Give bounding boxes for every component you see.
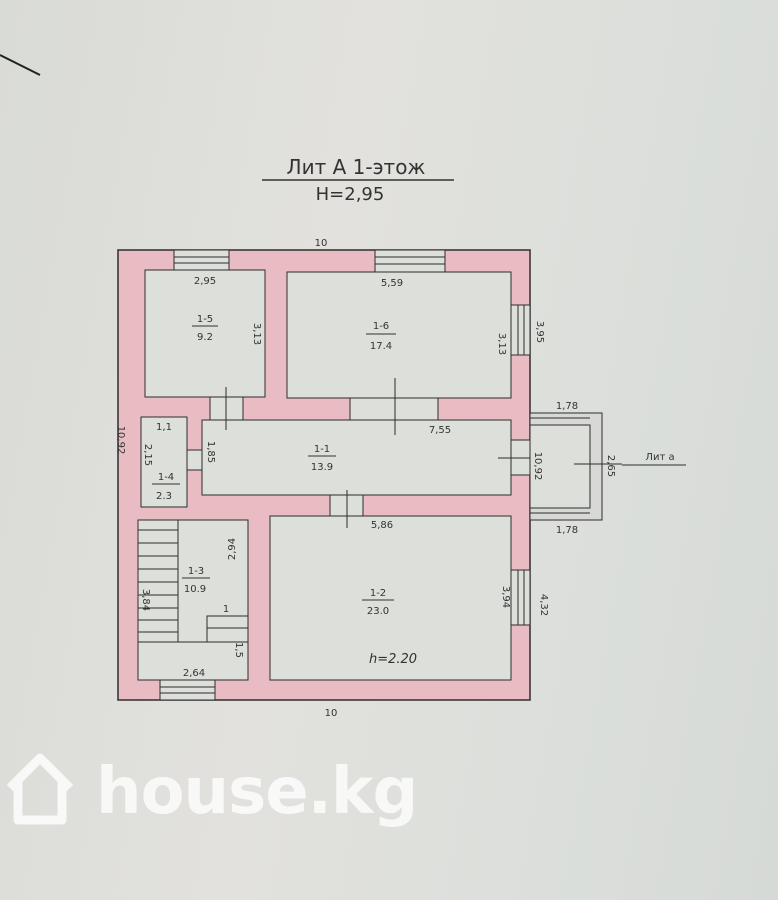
- plan-height: H=2,95: [316, 184, 385, 205]
- room-1-6: [286, 271, 512, 399]
- dim-1-3-stairs: 3,84: [140, 589, 151, 611]
- corner-mark: [0, 54, 41, 76]
- dim-1-3-step-w: 1: [223, 604, 229, 615]
- dim-1-6-width: 5,59: [381, 278, 403, 289]
- house-logo-icon: [6, 753, 74, 825]
- windows: [159, 249, 531, 701]
- dim-right-lower: 4,32: [538, 594, 549, 616]
- dim-corridor-right: 10,92: [532, 452, 543, 481]
- dim-porch-bottom: 1,78: [556, 525, 578, 536]
- dim-bottom: 10: [325, 708, 338, 719]
- dim-1-4-width: 1,1: [156, 422, 172, 433]
- dim-1-2-width: 5,86: [371, 520, 393, 531]
- porch-lit-a: [529, 412, 686, 521]
- dim-1-3-step-h: 1,5: [233, 642, 244, 658]
- dim-1-2-height: 3,94: [500, 586, 511, 608]
- room-1-2-id: 1-2: [370, 588, 386, 599]
- dim-1-5-width: 2,95: [194, 276, 216, 287]
- dim-top: 10: [315, 238, 328, 249]
- dim-porch-height: 2,65: [605, 455, 616, 477]
- dim-1-6-height: 3,13: [496, 333, 507, 355]
- dim-1-4-height: 2,15: [142, 444, 153, 466]
- room-1-4-id: 1-4: [158, 472, 174, 483]
- room-1-2-height-note: h=2.20: [369, 652, 417, 667]
- dim-corridor-width: 7,55: [429, 425, 451, 436]
- watermark: house.kg: [96, 755, 418, 829]
- dim-1-3-height: 2,94: [227, 538, 238, 560]
- dim-1-5-height: 3,13: [251, 323, 262, 345]
- dim-corridor-height: 1,85: [205, 441, 216, 463]
- plan-title: Лит А 1-этож: [287, 155, 426, 179]
- room-1-1-area: 13.9: [311, 462, 333, 473]
- room-1-3-id: 1-3: [188, 566, 204, 577]
- dim-left: 10,92: [115, 426, 126, 455]
- room-1-1-corridor: [201, 419, 512, 496]
- dim-right-upper: 3,95: [534, 321, 545, 343]
- room-1-4: [140, 416, 188, 508]
- room-1-5-id: 1-5: [197, 314, 213, 325]
- room-1-3-area: 10.9: [184, 584, 206, 595]
- room-1-6-area: 17.4: [370, 341, 392, 352]
- room-1-3: [137, 519, 249, 681]
- porch-label: Лит а: [645, 452, 674, 463]
- room-1-2-area: 23.0: [367, 606, 389, 617]
- dim-1-3-width: 2,64: [183, 668, 205, 679]
- room-1-2: [269, 515, 512, 681]
- room-1-4-area: 2.3: [156, 491, 172, 502]
- room-1-5: [144, 269, 266, 398]
- room-1-1-id: 1-1: [314, 444, 330, 455]
- dim-porch-top: 1,78: [556, 401, 578, 412]
- room-1-6-id: 1-6: [373, 321, 389, 332]
- doors: [186, 378, 540, 528]
- room-1-5-area: 9.2: [197, 332, 213, 343]
- stairs: [138, 520, 248, 643]
